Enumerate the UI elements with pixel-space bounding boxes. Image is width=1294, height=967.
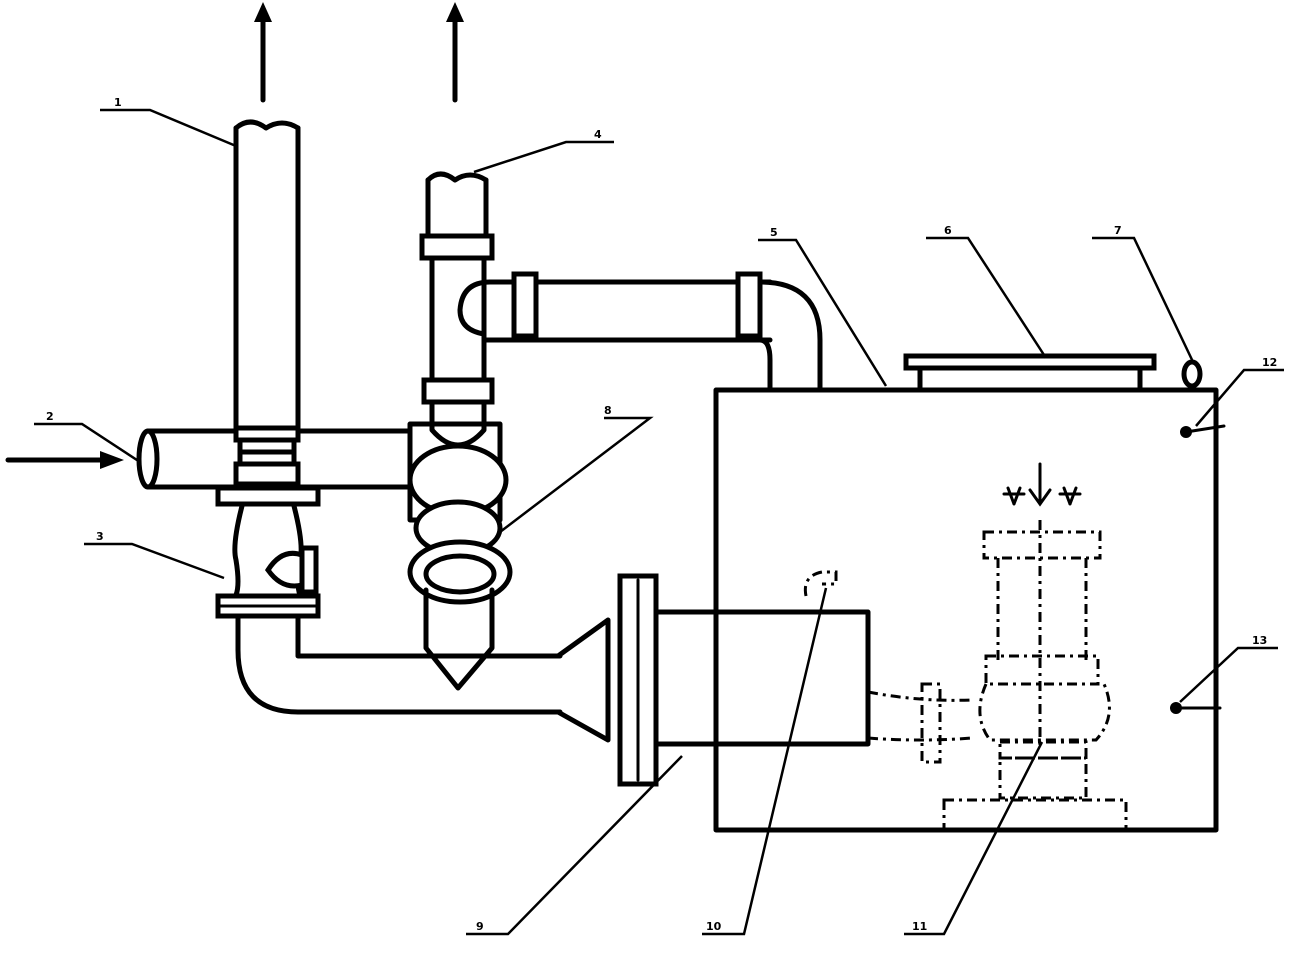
label-6: 6 [944,224,952,237]
label-2: 2 [46,410,54,423]
vertical-pipe-1 [233,119,301,487]
vertical-pipe-4 [419,171,495,448]
cover-plate-6 [903,353,1157,393]
outlet-arrow-right [446,2,464,103]
inlet-arrow [5,451,124,469]
lifting-lug-7 [1181,359,1203,389]
leader-lines [34,108,1284,936]
sensor-13 [1170,702,1222,714]
ejector-body-8 [407,421,513,691]
label-7: 7 [1114,224,1122,237]
sensor-12 [1180,424,1226,438]
label-13: 13 [1252,634,1267,647]
label-4: 4 [594,128,602,141]
tank-connection-pipe [457,271,823,393]
label-9: 9 [476,920,484,933]
label-8: 8 [604,404,612,417]
outlet-arrow-left [254,2,272,103]
float-switch-10 [803,570,838,597]
label-3: 3 [96,530,104,543]
submersible-pump-11 [867,462,1128,832]
label-12: 12 [1262,356,1277,369]
label-11: 11 [912,920,927,933]
label-10: 10 [706,920,722,933]
lower-return-pipe [235,615,563,715]
label-5: 5 [770,226,778,239]
label-1: 1 [114,96,122,109]
valve-body-3 [215,485,321,619]
cone-flange-9 [555,573,871,787]
